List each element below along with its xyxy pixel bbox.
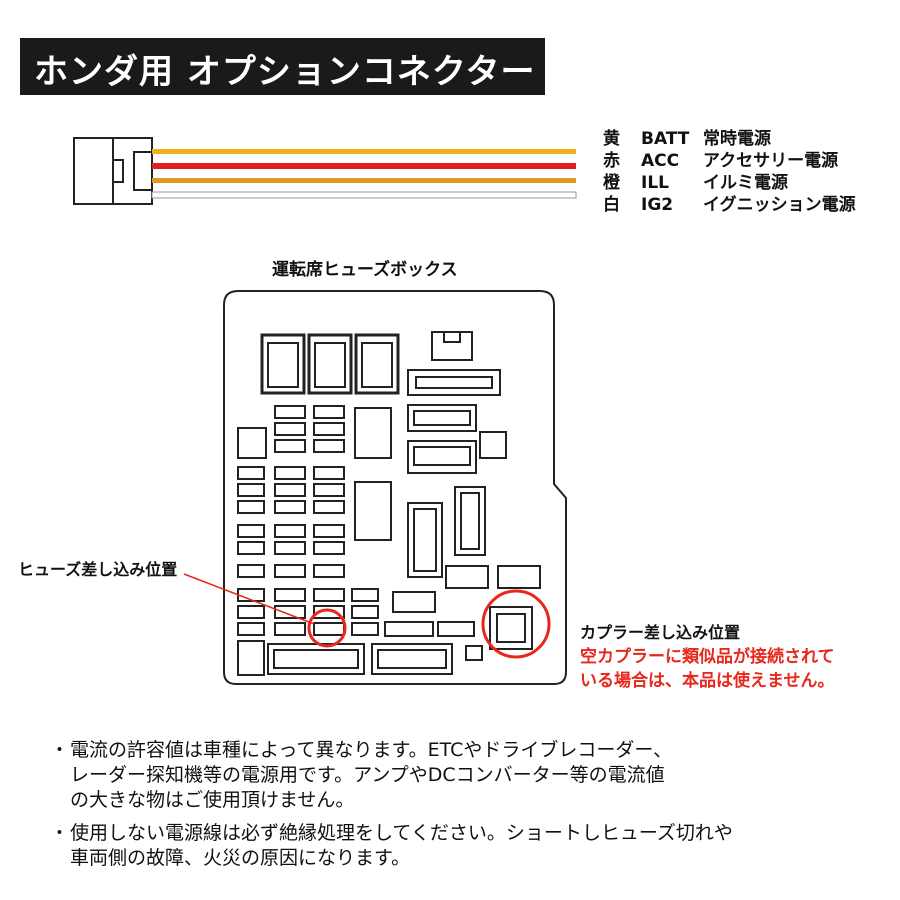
note-line: レーダー探知機等の電源用です。アンプやDCコンバーター等の電流値 (70, 764, 665, 786)
legend-signal: ACC (641, 151, 680, 171)
legend-row-red: 赤 ACC アクセサリー電源 (603, 150, 856, 172)
coupler-position-label: カプラー差し込み位置 (580, 623, 741, 642)
bullet: ・ (50, 739, 70, 761)
warning-text: 空カプラーに類似品が接続されて いる場合は、本品は使えません。 (580, 645, 835, 693)
legend-signal: ILL (641, 173, 669, 193)
warning-line: いる場合は、本品は使えません。 (580, 671, 835, 691)
fuse-position-label: ヒューズ差し込み位置 (18, 560, 178, 579)
notes-list: ・ 電流の許容値は車種によって異なります。ETCやドライブレコーダー、 レーダー… (50, 738, 733, 879)
bullet: ・ (50, 822, 70, 844)
note-item: ・ 電流の許容値は車種によって異なります。ETCやドライブレコーダー、 レーダー… (50, 738, 733, 813)
legend-desc: イルミ電源 (703, 173, 788, 193)
legend-row-yellow: 黄 BATT 常時電源 (603, 128, 856, 150)
legend-desc: イグニッション電源 (703, 195, 856, 215)
legend-signal: IG2 (641, 195, 674, 215)
legend-color: 赤 (603, 151, 620, 171)
wire-white (151, 191, 577, 199)
wire-yellow (152, 149, 576, 154)
note-item: ・ 使用しない電源線は必ず絶縁処理をしてください。ショートしヒューズ切れや 車両… (50, 821, 733, 871)
legend-desc: 常時電源 (703, 129, 771, 149)
note-line: 車両側の故障、火災の原因になります。 (70, 847, 411, 869)
legend-color: 橙 (603, 173, 620, 193)
legend-row-orange: 橙 ILL イルミ電源 (603, 172, 856, 194)
page-title: ホンダ用 オプションコネクター (34, 52, 536, 92)
wire-orange (152, 178, 576, 183)
fuse-pointer-line (183, 573, 315, 625)
connector-icon (73, 137, 153, 205)
wire-lines (151, 149, 577, 199)
fuse-highlight-circle (307, 608, 347, 648)
note-line: の大きな物はご使用頂けません。 (70, 789, 355, 811)
fuse-box-title: 運転席ヒューズボックス (272, 260, 458, 280)
wire-legend: 黄 BATT 常時電源 赤 ACC アクセサリー電源 橙 ILL イルミ電源 白… (603, 128, 856, 216)
note-line: 使用しない電源線は必ず絶縁処理をしてください。ショートしヒューズ切れや (70, 822, 733, 844)
legend-desc: アクセサリー電源 (703, 151, 839, 171)
fuse-box-diagram (223, 290, 567, 685)
legend-row-white: 白 IG2 イグニッション電源 (603, 194, 856, 216)
warning-line: 空カプラーに類似品が接続されて (580, 647, 835, 667)
coupler-highlight-circle (481, 589, 551, 659)
legend-signal: BATT (641, 129, 690, 149)
title-banner (20, 38, 545, 95)
legend-color: 白 (603, 195, 620, 215)
note-line: 電流の許容値は車種によって異なります。ETCやドライブレコーダー、 (70, 739, 673, 761)
legend-color: 黄 (603, 129, 620, 149)
wire-red (152, 163, 576, 169)
